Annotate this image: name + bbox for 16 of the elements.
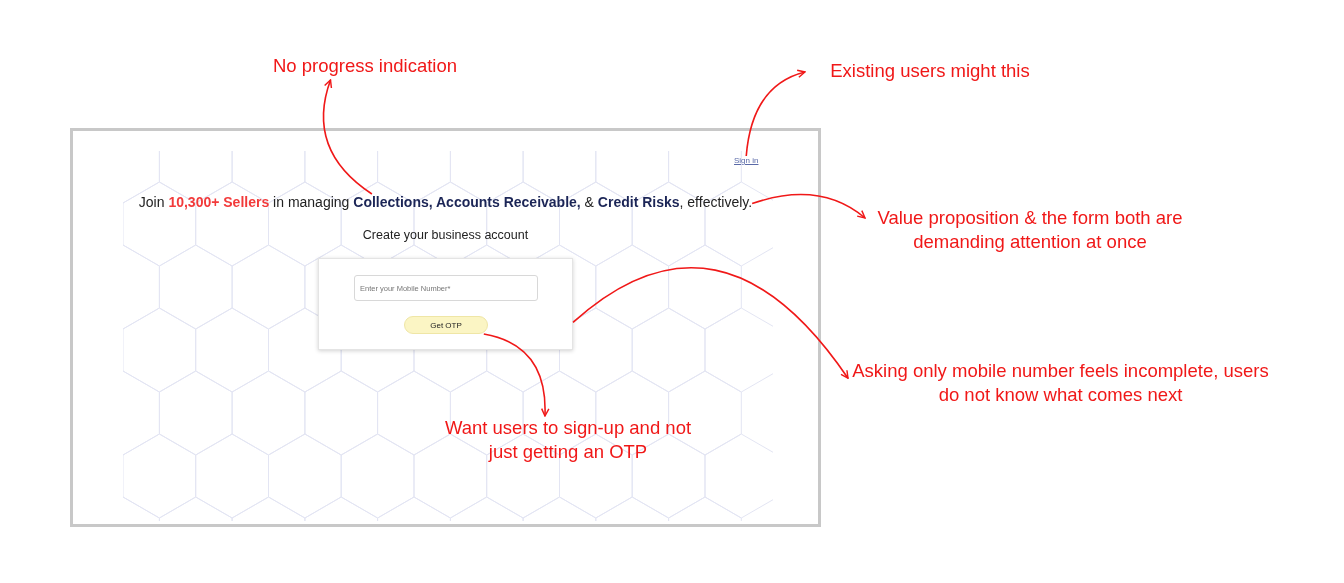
annotation-text: No progress indication	[250, 54, 480, 80]
annotation-text: Asking only mobile number feels incomplete, users do not know what comes next	[848, 359, 1273, 407]
arrow	[745, 69, 806, 157]
annotation-text: Want users to sign-up and not just getting an OTP	[440, 416, 696, 464]
screenshot-frame	[70, 128, 821, 527]
form-heading: Create your business account	[362, 228, 529, 242]
annotation-text: Existing users might this	[805, 59, 1055, 85]
arrow	[572, 266, 849, 379]
get-otp-button: Get OTP	[404, 316, 488, 334]
annotation-text: Value proposition & the form both are demanding attention at once	[865, 206, 1195, 254]
arrow	[483, 333, 550, 417]
arrow	[322, 79, 373, 195]
headline: Join 10,300+ Sellers in managing Collections, Accounts Receivable, & Credit Risks, effectively.	[138, 194, 753, 210]
arrow	[751, 193, 866, 219]
sign-in-link: Sign in	[734, 156, 759, 165]
form-card	[318, 258, 573, 350]
